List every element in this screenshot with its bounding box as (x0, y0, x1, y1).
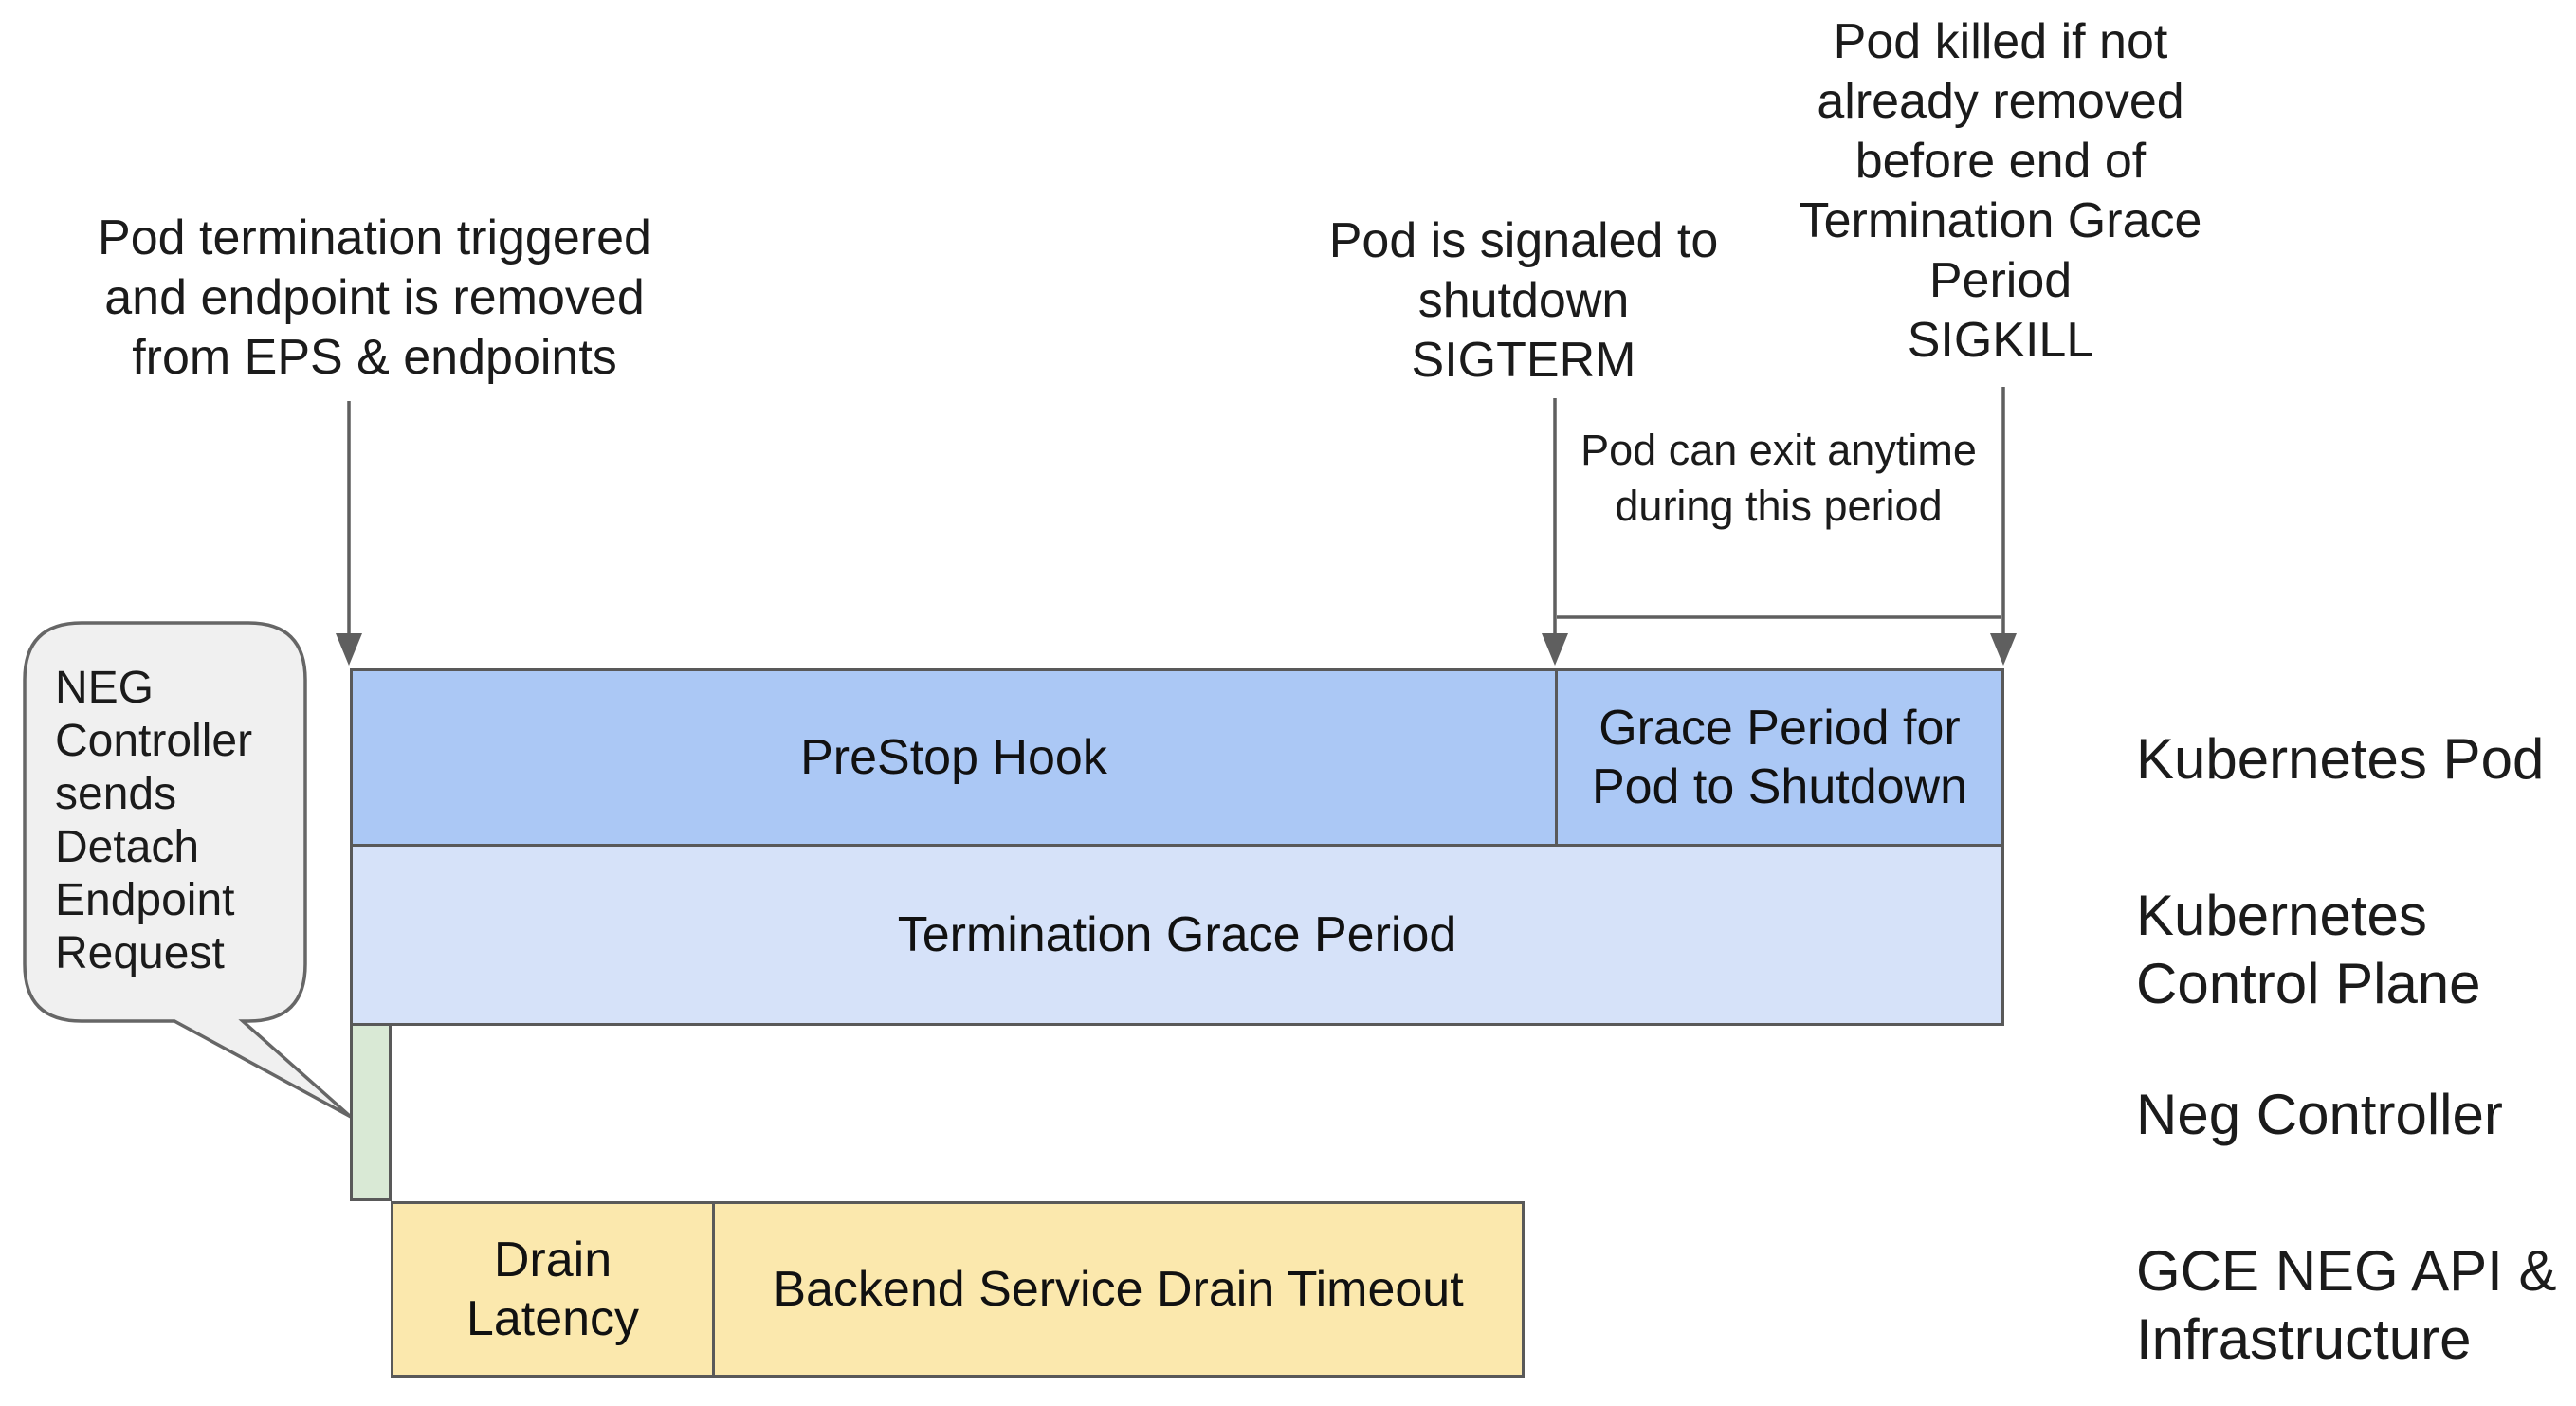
neg-controller-note: NEG Controller sends Detach Endpoint Req… (55, 663, 253, 978)
speech-bubble-shape (23, 621, 353, 1119)
bar-prestop-hook: PreStop Hook (350, 668, 1555, 847)
annotation-pod-exit-window: Pod can exit anytime during this period (1580, 426, 1977, 530)
annotation-sigkill: Pod killed if not already removed before… (1799, 14, 2202, 368)
bar-neg-detach (350, 1026, 392, 1201)
annotation-sigterm: Pod is signaled to shutdown SIGTERM (1328, 213, 1719, 388)
bar-backend-drain-timeout: Backend Service Drain Timeout (712, 1201, 1525, 1378)
lane-label-gce-neg-api: GCE NEG API & Infrastructure (2136, 1239, 2557, 1371)
bar-drain-latency: Drain Latency (391, 1201, 712, 1378)
lane-label-kubernetes-control-plane: Kubernetes Control Plane (2136, 884, 2481, 1015)
arrow-sigkill-icon (1990, 387, 2017, 666)
bar-termination-grace-period: Termination Grace Period (350, 847, 2004, 1026)
lane-label-neg-controller: Neg Controller (2136, 1083, 2503, 1146)
arrow-pod-termination-icon (336, 401, 362, 666)
arrow-sigterm-icon (1542, 398, 1568, 666)
bar-grace-period: Grace Period for Pod to Shutdown (1555, 668, 2004, 847)
lane-label-kubernetes-pod: Kubernetes Pod (2136, 727, 2545, 791)
annotation-pod-termination: Pod termination triggered and endpoint i… (98, 210, 651, 385)
